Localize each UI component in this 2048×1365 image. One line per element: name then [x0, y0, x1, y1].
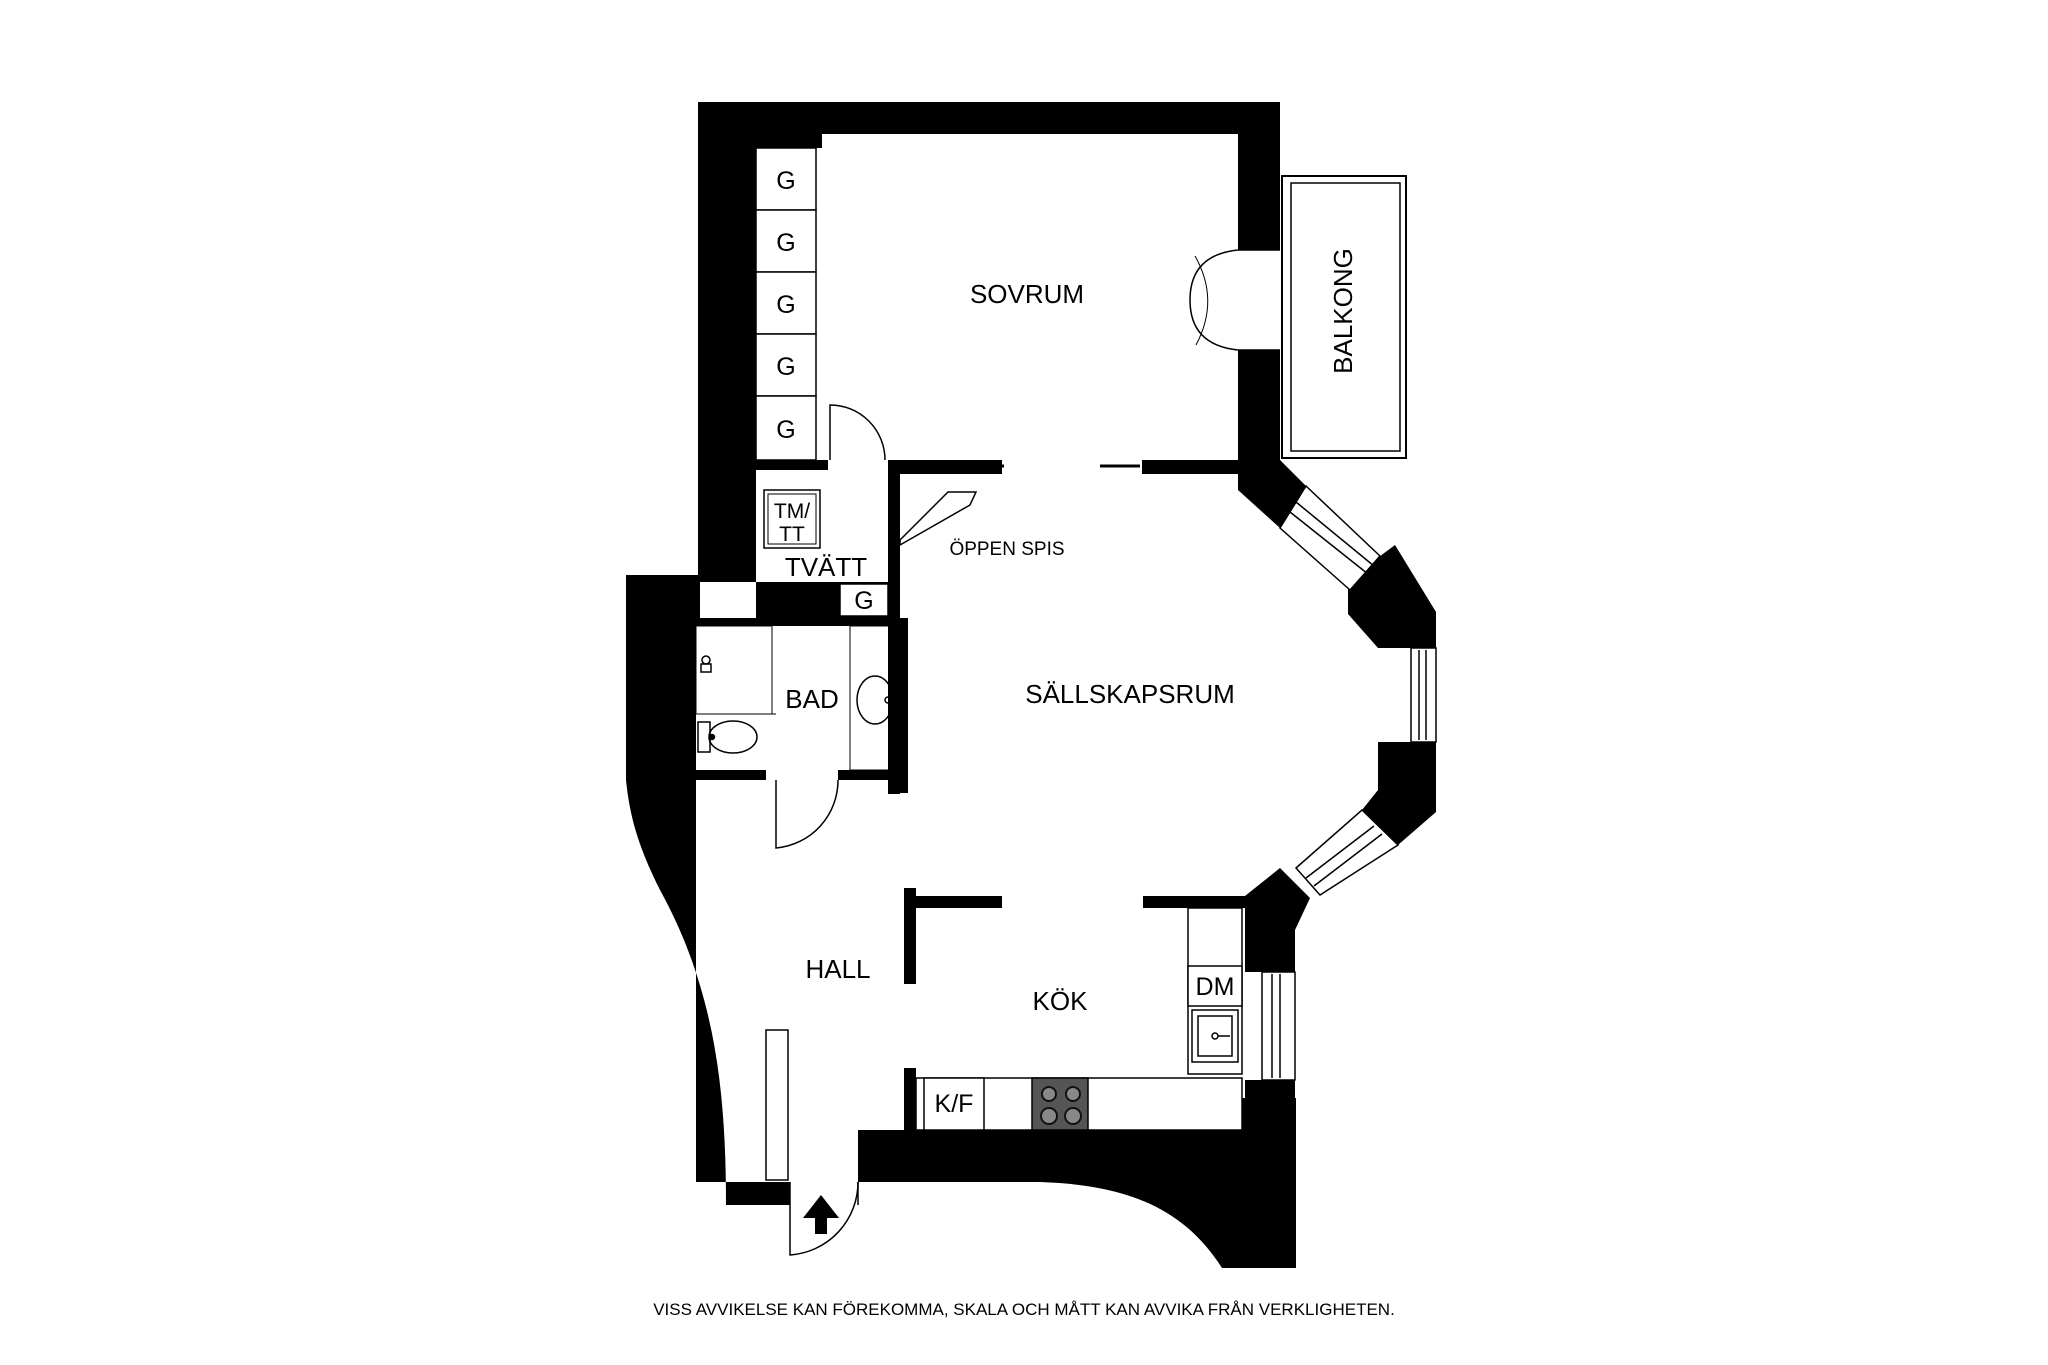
room-labels: SOVRUM BALKONG SÄLLSKAPSRUM ÖPPEN SPIS T…	[785, 248, 1358, 1016]
label-sallskapsrum: SÄLLSKAPSRUM	[1025, 679, 1235, 709]
label-hall: HALL	[805, 954, 870, 984]
balcony	[1281, 175, 1407, 459]
laundry-door	[829, 404, 886, 461]
balcony-door	[1189, 249, 1280, 351]
svg-text:G: G	[776, 353, 795, 381]
disclaimer-text: VISS AVVIKELSE KAN FÖREKOMMA, SKALA OCH …	[653, 1300, 1395, 1319]
toilet-icon	[697, 720, 758, 754]
fireplace	[899, 491, 978, 547]
walls	[626, 102, 1436, 1268]
wardrobe: G	[839, 583, 889, 617]
wardrobe: G	[755, 147, 817, 211]
stove-icon	[1031, 1077, 1089, 1131]
kitchen-fixtures: DM K/F	[915, 907, 1243, 1131]
bathroom-fixtures	[695, 625, 897, 771]
entrance-arrow-icon	[803, 1195, 839, 1234]
wardrobes: G G G G G G	[755, 147, 889, 617]
doors	[765, 249, 1280, 1256]
label-balkong: BALKONG	[1328, 248, 1358, 374]
svg-text:TT: TT	[779, 523, 805, 546]
svg-text:DM: DM	[1196, 973, 1235, 1001]
wardrobe: G	[755, 395, 817, 461]
fridge-freezer: K/F	[923, 1077, 985, 1131]
svg-text:K/F: K/F	[935, 1090, 974, 1118]
washbasin-icon	[849, 625, 897, 771]
svg-text:TM/: TM/	[774, 500, 810, 523]
label-sovrum: SOVRUM	[970, 279, 1084, 309]
wardrobe: G	[755, 271, 817, 335]
dishwasher: DM	[1187, 965, 1243, 1007]
svg-text:G: G	[776, 416, 795, 444]
label-kok: KÖK	[1033, 986, 1089, 1016]
wardrobe: G	[755, 209, 817, 273]
shower-icon	[700, 655, 712, 673]
kitchen-sink-icon	[1191, 1009, 1239, 1063]
bath-door	[775, 779, 839, 849]
bay-windows	[1261, 484, 1437, 1081]
entrance-door	[789, 1181, 859, 1256]
svg-text:G: G	[776, 167, 795, 195]
svg-text:G: G	[776, 229, 795, 257]
label-tvatt: TVÄTT	[785, 552, 867, 582]
label-bad: BAD	[785, 684, 838, 714]
svg-text:G: G	[854, 587, 873, 615]
wardrobe: G	[755, 333, 817, 397]
washer-dryer: TM/ TT	[763, 489, 821, 549]
svg-text:G: G	[776, 291, 795, 319]
label-oppen-spis: ÖPPEN SPIS	[949, 539, 1064, 560]
